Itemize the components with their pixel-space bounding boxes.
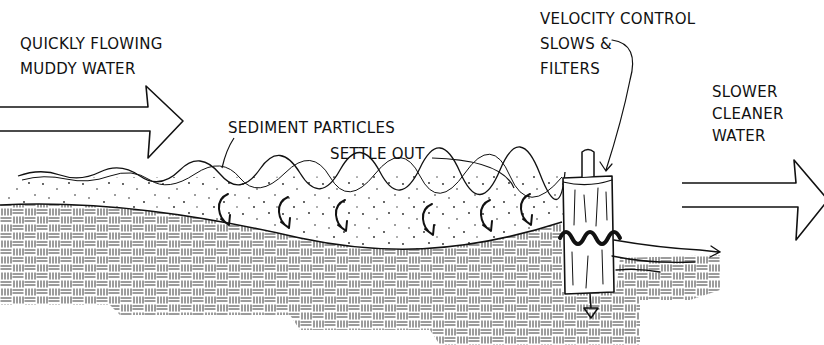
leader-line	[432, 158, 514, 188]
annotation-label: VELOCITY CONTROL SLOWS & FILTERS	[540, 7, 695, 82]
outflow-arrow	[682, 160, 824, 240]
inflow-arrow	[0, 86, 183, 158]
leader-line	[222, 138, 234, 168]
annotation-label: QUICKLY FLOWING MUDDY WATER	[20, 32, 163, 82]
annotation-label: SEDIMENT PARTICLES SETTLE OUT	[228, 115, 425, 167]
leader-line	[600, 40, 633, 171]
outflow-stream	[612, 240, 720, 272]
settling-arrows	[219, 194, 532, 235]
basin-line	[0, 204, 562, 249]
velocity-control-post	[560, 150, 620, 319]
annotation-label: SLOWER CLEANER WATER	[712, 81, 784, 147]
sediment-stipple	[0, 175, 565, 249]
water-surface	[22, 154, 562, 197]
water-surface	[18, 147, 565, 200]
